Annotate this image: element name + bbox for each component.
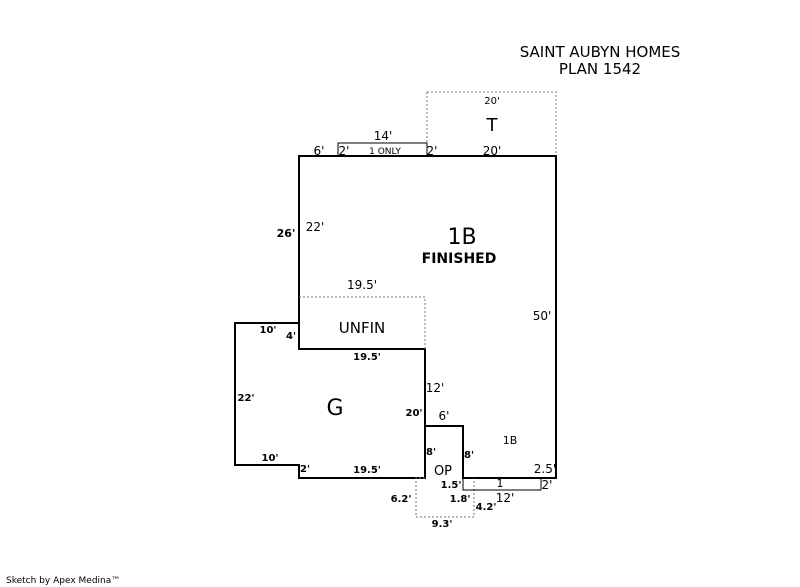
area-label-garage: G [326, 396, 343, 421]
dim-g-bottom-19-5: 19.5' [353, 465, 381, 476]
main-1b-outline [298, 155, 557, 479]
dim-g-bottom-10: 10' [262, 453, 279, 464]
dim-bot-12: 12' [496, 491, 515, 505]
title-line-1: SAINT AUBYN HOMES [520, 43, 681, 61]
dim-ext-2-left: 2' [339, 144, 350, 158]
garage-outline [234, 322, 426, 479]
dim-g-bottom-2: 2' [300, 464, 310, 475]
unfin-area-outline [299, 296, 426, 349]
dim-op-8-left: 8' [426, 447, 436, 458]
dim-ext-6: 6' [314, 144, 325, 158]
dim-mid-12: 12' [426, 381, 445, 395]
area-label-t: T [486, 115, 499, 136]
dim-left-26: 26' [277, 227, 296, 240]
sketch-credit: Sketch by Apex Medina™ [6, 576, 120, 586]
dim-g-right-20: 20' [406, 408, 423, 419]
dim-g-top-10: 10' [260, 325, 277, 336]
area-label-1b: 1B [447, 225, 476, 250]
dim-bot-1: 1 [497, 477, 504, 490]
area-label-op: OP [434, 464, 452, 479]
dim-mid-6: 6' [439, 409, 450, 423]
dim-ext-14: 14' [374, 129, 393, 143]
dim-ext-note: 1 ONLY [369, 147, 401, 157]
dim-g-left-22: 22' [238, 393, 255, 404]
dim-unfin-4: 4' [286, 331, 296, 342]
area-label-small-1b: 1B [503, 434, 518, 447]
dim-unfin-top: 19.5' [347, 278, 377, 292]
dim-right-50: 50' [533, 309, 552, 323]
dim-t-top: 20' [484, 96, 499, 107]
bottom-small-box-outline [462, 477, 542, 491]
dim-op-6-2: 6.2' [391, 494, 412, 505]
dim-t-bottom: 20' [483, 144, 502, 158]
dim-op-1-8: 1.8' [450, 494, 471, 505]
op-area-outline [415, 477, 475, 518]
dim-op-9-3: 9.3' [432, 519, 453, 530]
dim-op-4-2: 4.2' [476, 502, 497, 513]
dim-op-1-5: 1.5' [441, 480, 462, 491]
dim-op-8-right: 8' [464, 450, 474, 461]
area-label-unfin: UNFIN [339, 319, 385, 337]
dim-bot-2: 2' [542, 478, 553, 492]
dim-g-top-19-5: 19.5' [353, 352, 381, 363]
dim-ext-2-right: 2' [427, 144, 438, 158]
area-label-finished: FINISHED [422, 251, 497, 267]
dim-bot-2-5: 2.5' [534, 462, 556, 476]
dim-left-22: 22' [306, 220, 325, 234]
title-line-2: PLAN 1542 [559, 60, 641, 78]
